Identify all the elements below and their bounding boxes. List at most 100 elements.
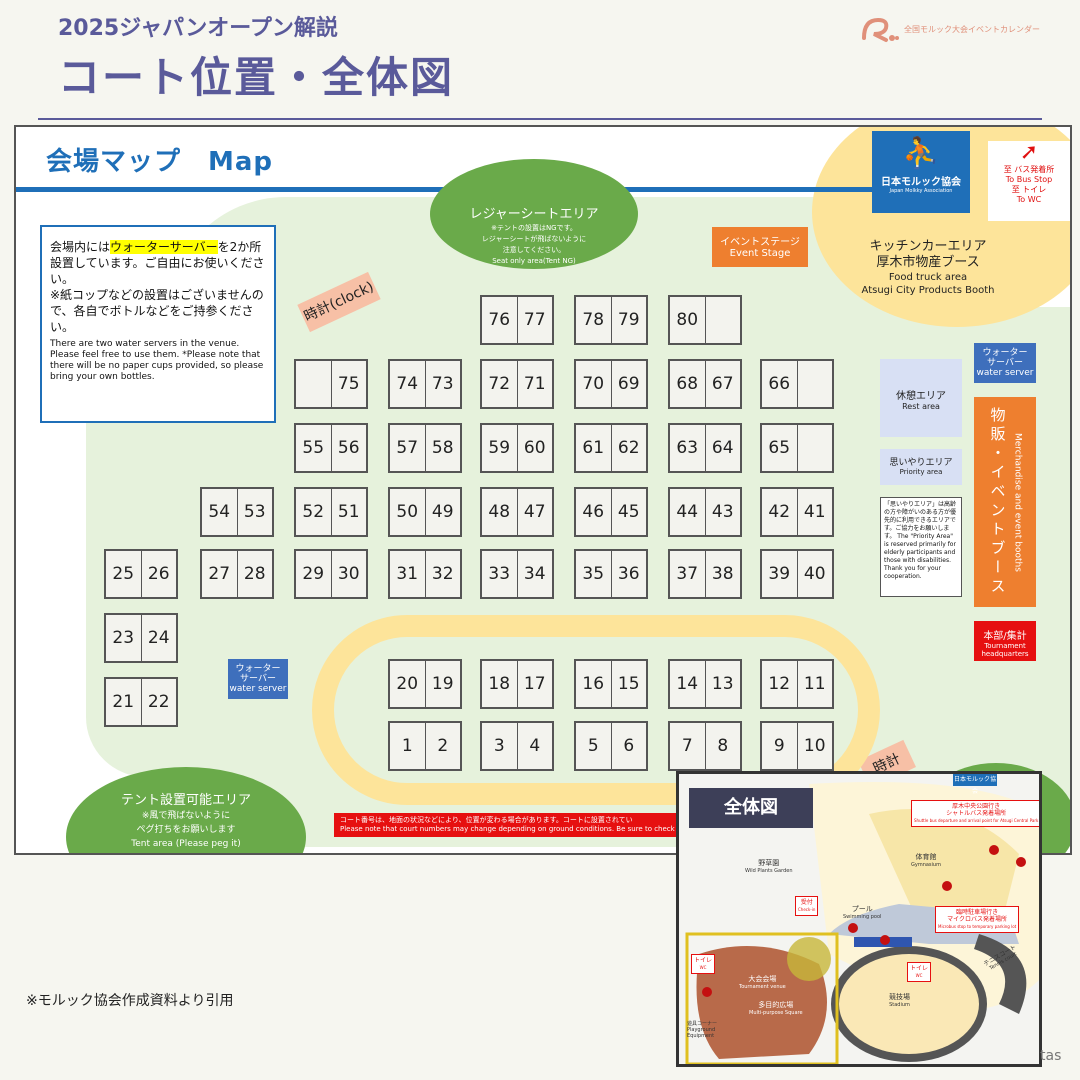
court-number: 76 [488,310,511,330]
water-server-en: water server [229,684,287,694]
micro-line-en: Microbus stop to temporary parking lot [938,924,1017,929]
merchandise-booth: 物販・イベントブース Merchandise and event booths [974,397,1036,607]
bus-line: To WC [1016,195,1042,204]
court-number [296,361,331,407]
court-number: 62 [610,425,647,471]
court-number: 59 [488,438,511,458]
merchandise-jp: 物販・イベントブース [988,407,1007,597]
court-number: 80 [676,310,699,330]
bus-line: 至 バス発着所 [1003,165,1055,174]
overview-logo: 日本モルック協会 [953,774,997,795]
pool-jp: プール [851,905,873,913]
priority-area-en: Priority area [899,468,943,476]
playground-label: 遊具コーナー Playground Equipment [687,1021,718,1039]
court-number: 35 [582,564,605,584]
molkky-player-icon: ⛹ [902,136,940,171]
wc-jp: トイレ [910,965,929,972]
kitchen-line: キッチンカーエリア [869,239,987,254]
court-number: 25 [112,564,135,584]
court-number: 60 [516,425,553,471]
court-number: 48 [488,502,511,522]
seat-only-area: レジャーシートエリア ※テントの設置はNGです。 レジャーシートが飛ばないように… [430,159,638,269]
priority-area-note: 「思いやりエリア」は高齢の方や障がいのある方が優先的に利用できるエリアです。ご協… [880,497,962,597]
wc-callout-left: トイレ WC [691,954,716,974]
court-number: 43 [704,489,741,535]
court-number: 16 [582,674,605,694]
rest-area-jp: 休憩エリア [896,391,946,402]
court-number: 75 [330,361,367,407]
court-number: 78 [582,310,605,330]
shuttle-callout: 厚木中央公園行き シャトルバス発着場所 Shuttle bus departur… [911,800,1039,827]
court-number: 56 [330,425,367,471]
water-server-jp: サーバー [987,358,1023,368]
court-number: 28 [236,551,273,597]
kitchen-line: 厚木市物産ブース [876,255,980,270]
court-number: 36 [610,551,647,597]
court-number: 41 [796,489,833,535]
notice-highlight: ウォーターサーバー [110,240,218,254]
pool-label: プール Swimming pool [843,904,881,920]
court-number: 47 [516,489,553,535]
square-en: Multi-purpose Square [749,1010,803,1016]
tent-area-note: ※風で飛ばないように [141,811,231,821]
bus-line: To Bus Stop [1005,175,1053,184]
brand-text: 全国モルック大会イベントカレンダー [904,24,1040,34]
notice-jp-line2: ※紙コップなどの設置はございませんので、各自でボトルなどをご持参ください。 [50,288,264,334]
venue-en: Tournament venue [739,984,786,990]
court-number: 5 [587,736,599,756]
association-name-en: Japan Molkky Association [889,188,953,194]
kitchen-line-en: Atsugi City Products Booth [861,285,995,296]
brand: 全国モルック大会イベントカレンダー [860,14,1040,44]
court-number: 69 [610,361,647,407]
shuttle-line: 厚木中央公園行き [952,803,1001,810]
rest-area-en: Rest area [902,402,940,411]
stadium-jp: 競技場 [889,993,910,1001]
merchandise-en: Merchandise and event booths [1012,432,1023,572]
shuttle-line-en: Shuttle bus departure and arrival point … [914,818,1039,823]
court-number: 3 [493,736,505,756]
priority-area: 思いやりエリア Priority area [880,449,962,485]
court-notice-jp: コート番号は、地面の状況などにより、位置が変わる場合があります。コートに設置され… [340,816,633,824]
kitchen-line-en: Food truck area [888,272,968,283]
court-number: 4 [516,723,553,769]
wild-garden-jp: 野草園 [758,859,780,867]
wild-garden-en: Wild Plants Garden [745,868,793,874]
tent-area-note: ペグ打ちをお願いします [136,825,236,835]
court-number: 9 [773,736,785,756]
checkin-en: Check-in [798,907,816,912]
checkin-jp: 受付 [800,899,813,906]
square-label: 多目的広場 Multi-purpose Square [749,1000,803,1016]
court-number: 72 [488,374,511,394]
gym-label: 体育館 Gymnasium [911,852,941,868]
water-server-en: water server [976,368,1034,378]
overview-map-drawing [685,782,1039,1064]
court-number: 61 [582,438,605,458]
court-number: 51 [330,489,367,535]
court-number: 68 [676,374,699,394]
court: 80 [668,295,742,345]
priority-area-jp: 思いやりエリア [889,458,953,468]
court-number: 32 [424,551,461,597]
overview-map: 全体図 日本モルック協会 野草園 Wild Plants Garden 体育館 … [676,771,1042,1067]
court-number: 45 [610,489,647,535]
court-number: 40 [796,551,833,597]
